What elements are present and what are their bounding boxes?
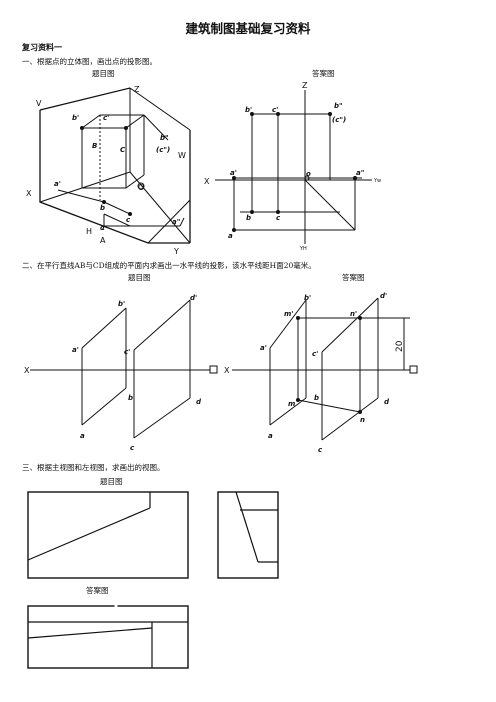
label-b1: b': [72, 114, 79, 122]
q2-label-c: c: [130, 444, 135, 452]
label-a2: a": [172, 218, 180, 226]
q2-caption-problem: 题目图: [128, 273, 151, 282]
q2-label-c1: c': [124, 348, 130, 356]
q2-ans-label-m1: m': [284, 310, 293, 318]
q2-caption-answer: 答案图: [342, 273, 365, 282]
page-title: 建筑制图基础复习资料: [185, 21, 311, 36]
ans-label-b: b: [246, 214, 251, 222]
q2-label-a1: a': [72, 346, 79, 354]
label-c: c: [126, 216, 131, 224]
q3-caption-problem: 题目图: [100, 477, 123, 486]
label-H: H: [86, 227, 92, 236]
q2-label-d1: d': [190, 294, 197, 302]
ans-label-Z: Z: [302, 81, 308, 90]
question-1-text: 一、根据点的立体图，画出点的投影图。: [22, 57, 157, 66]
q2-ans-label-c: c: [318, 446, 323, 454]
ans-label-a: a: [228, 232, 233, 240]
q1-pictorial-drawing: [39, 87, 191, 244]
q2-ans-label-d1: d': [380, 292, 387, 300]
q2-label-X: X: [24, 366, 30, 375]
q2-ans-label-X: X: [224, 366, 230, 375]
q2-ans-label-n: n: [360, 416, 365, 424]
q2-ans-label-b: b: [314, 394, 319, 402]
ans-label-b1: b': [245, 106, 252, 114]
q1-caption-problem: 题目图: [92, 69, 115, 78]
q2-ans-label-n1: n': [350, 310, 357, 318]
ans-label-X: X: [204, 177, 210, 186]
label-W: W: [178, 151, 186, 160]
q1-labels: V Z X H A Y W b' c' B C b" (c") a' O b c…: [26, 81, 381, 256]
q2-ans-label-m: m: [288, 400, 295, 408]
q2-ans-label-a: a: [268, 432, 273, 440]
question-2-text: 二、在平行直线AB与CD组成的平面内求画出一水平线的投影，该水平线距H面20毫米…: [22, 261, 316, 270]
label-C: C: [120, 146, 126, 154]
ans-label-a2: a": [356, 169, 364, 177]
q2-labels: b' d' a' c' X b d a c b' d' m' n' a' c' …: [24, 292, 405, 454]
label-b2: b": [160, 134, 169, 142]
q2-label-b1: b': [118, 300, 125, 308]
label-a1: a': [54, 180, 61, 188]
section-heading: 复习资料一: [22, 43, 62, 52]
q3-caption-answer: 答案图: [86, 586, 109, 595]
q2-ans-label-d: d: [384, 398, 390, 406]
ans-label-b2: b": [334, 102, 343, 110]
ans-label-o: o: [306, 170, 311, 178]
ans-label-Yw: Yw: [373, 178, 381, 184]
q2-label-a: a: [80, 432, 85, 440]
ans-label-c2: (c"): [332, 116, 346, 124]
q3-side-view: [217, 491, 279, 579]
label-c1: c': [103, 114, 109, 122]
q1-caption-answer: 答案图: [312, 69, 335, 78]
q2-ans-label-b1: b': [304, 294, 311, 302]
label-b: b: [100, 204, 105, 212]
q2-label-b: b: [128, 394, 133, 402]
label-alpha: α: [100, 224, 105, 232]
label-V: V: [36, 99, 42, 108]
label-Y: Y: [173, 247, 179, 256]
q2-label-d: d: [196, 398, 202, 406]
q3-answer-top-view: [27, 604, 189, 669]
q1-answer-projection: [215, 90, 372, 244]
q2-ans-label-c1: c': [312, 350, 318, 358]
ans-label-a1: a': [230, 169, 237, 177]
label-O: O: [138, 183, 144, 192]
q2-ans-label-a1: a': [260, 344, 267, 352]
q2-problem-drawing: [30, 299, 218, 439]
label-c2: (c"): [156, 146, 170, 154]
label-A: A: [100, 236, 106, 245]
question-3-text: 三、根据主视图和左视图，求画出的视图。: [22, 463, 165, 472]
ans-label-c: c: [276, 214, 281, 222]
q3-front-view: [27, 491, 189, 579]
label-X: X: [26, 189, 32, 198]
ans-label-Yh: YH: [299, 246, 307, 252]
q2-dimension-20: 20: [395, 340, 405, 352]
ans-label-c1: c': [272, 106, 278, 114]
q2-answer-drawing: [232, 297, 418, 441]
label-B: B: [92, 142, 97, 150]
label-Z: Z: [134, 85, 140, 94]
